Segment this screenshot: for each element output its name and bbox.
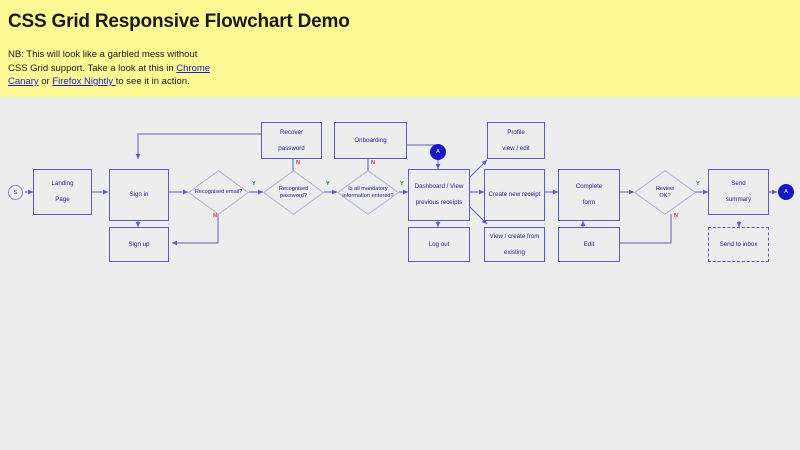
node-log-out-label: Log out bbox=[428, 240, 450, 248]
node-recover-password[interactable]: Recover password bbox=[261, 122, 322, 159]
node-view-create-existing-line1: View / create from bbox=[489, 232, 540, 240]
note-text-3: to see it in action. bbox=[115, 76, 190, 87]
connector-a-out-label: A bbox=[784, 189, 788, 195]
node-edit[interactable]: Edit bbox=[558, 227, 620, 262]
node-landing-page-line2: Page bbox=[55, 196, 70, 203]
node-send-summary-line1: Send bbox=[731, 180, 746, 187]
node-dashboard-line1: Dashboard / View bbox=[414, 183, 464, 190]
node-dashboard-line2: previous receipts bbox=[415, 199, 463, 206]
decision-recognised-password[interactable]: Recognised password? bbox=[263, 170, 324, 215]
edge-label-review-yes: Y bbox=[696, 181, 700, 187]
connector-a-out: A bbox=[778, 184, 794, 200]
decision-recognised-password-label: Recognised password? bbox=[278, 185, 309, 199]
edge-label-review-no: N bbox=[674, 213, 678, 219]
node-send-to-inbox[interactable]: Send to inbox bbox=[708, 227, 769, 262]
decision-review-ok-line1: Review bbox=[655, 185, 675, 192]
node-create-new-receipt[interactable]: Create new receipt bbox=[484, 169, 545, 221]
node-complete-form-line2: form bbox=[582, 199, 596, 206]
start-terminal-label: S bbox=[13, 189, 18, 196]
edge-label-password-no: N bbox=[296, 160, 300, 166]
node-onboarding[interactable]: Onboarding bbox=[334, 122, 407, 159]
diamond-shape bbox=[188, 170, 249, 215]
node-send-summary[interactable]: Send summary bbox=[708, 169, 769, 215]
node-sign-up[interactable]: Sign up bbox=[109, 227, 169, 262]
diamond-shape bbox=[634, 170, 696, 215]
diamond-shape bbox=[337, 170, 399, 215]
decision-review-ok-line2: OK? bbox=[659, 192, 671, 199]
node-sign-up-label: Sign up bbox=[128, 240, 150, 248]
node-send-summary-line2: summary bbox=[725, 196, 752, 203]
connector-a-in: A bbox=[430, 144, 446, 160]
node-recover-password-line2: password bbox=[278, 144, 305, 152]
node-onboarding-label: Onboarding bbox=[354, 136, 387, 144]
note-text-1: NB: This will look like a garbled mess w… bbox=[8, 49, 198, 74]
node-sign-in[interactable]: Sign in bbox=[109, 169, 169, 221]
page-header: CSS Grid Responsive Flowchart Demo NB: T… bbox=[0, 0, 800, 97]
node-recover-password-line1: Recover bbox=[279, 128, 304, 136]
node-profile-line1: Profile bbox=[507, 128, 525, 136]
node-complete-form[interactable]: Complete form bbox=[558, 169, 620, 221]
support-note: NB: This will look like a garbled mess w… bbox=[8, 48, 218, 89]
firefox-nightly-link[interactable]: Firefox Nightly bbox=[52, 76, 116, 87]
chrome-canary-link[interactable]: Chrome Canary bbox=[8, 62, 211, 88]
edge-label-mandatory-no: N bbox=[371, 160, 375, 166]
node-landing-page-line1: Landing bbox=[51, 180, 74, 187]
node-create-new-receipt-label: Create new receipt bbox=[488, 191, 541, 198]
edge-label-mandatory-yes: Y bbox=[400, 181, 404, 187]
node-send-to-inbox-label: Send to inbox bbox=[719, 240, 758, 248]
connector-a-in-label: A bbox=[436, 149, 440, 155]
page-title: CSS Grid Responsive Flowchart Demo bbox=[8, 11, 350, 32]
node-dashboard[interactable]: Dashboard / View previous receipts bbox=[408, 169, 470, 221]
note-text-2: or bbox=[38, 76, 53, 87]
node-sign-in-label: Sign in bbox=[129, 191, 149, 198]
node-edit-label: Edit bbox=[583, 240, 595, 248]
edge-label-email-no: N bbox=[213, 213, 217, 219]
node-complete-form-line1: Complete bbox=[575, 183, 603, 190]
node-profile-line2: view / edit bbox=[502, 144, 530, 152]
decision-mandatory-info-line2: information entered? bbox=[342, 192, 394, 199]
node-view-create-existing-line2: existing bbox=[504, 248, 525, 256]
decision-recognised-email[interactable]: Recognised email? bbox=[188, 170, 249, 215]
decision-mandatory-info-line1: Is all mandatory bbox=[348, 185, 388, 192]
edge-label-email-yes: Y bbox=[252, 181, 256, 187]
diamond-shape bbox=[263, 170, 324, 215]
decision-recognised-email-label: Recognised email? bbox=[194, 189, 243, 195]
node-log-out[interactable]: Log out bbox=[408, 227, 470, 262]
node-profile[interactable]: Profile view / edit bbox=[487, 122, 545, 159]
edge-label-password-yes: Y bbox=[326, 181, 330, 187]
start-terminal: S bbox=[8, 185, 23, 200]
node-view-create-existing[interactable]: View / create from existing bbox=[484, 227, 545, 262]
